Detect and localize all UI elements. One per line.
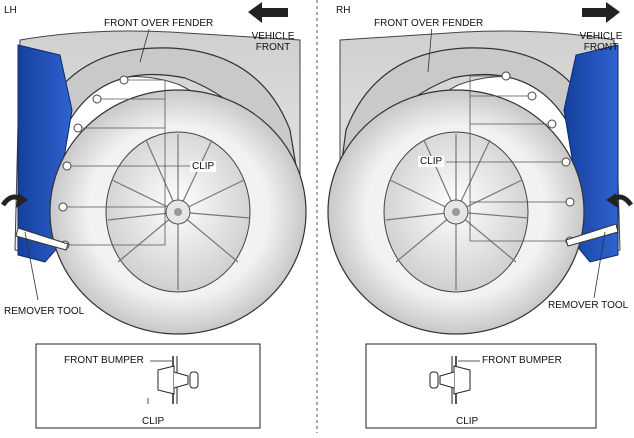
rh-tire bbox=[327, 89, 585, 335]
rh-clip-leaders bbox=[446, 75, 566, 242]
rh-vehicle-front-line1: VEHICLE bbox=[579, 31, 623, 42]
lh-remover-tool bbox=[0, 193, 69, 301]
lh-clip-label: CLIP bbox=[190, 161, 217, 172]
lh-vehicle-front-line1: VEHICLE bbox=[251, 31, 295, 42]
lh-detail-clip-label: CLIP bbox=[142, 416, 165, 427]
lh-detail-bumper-label: FRONT BUMPER bbox=[64, 355, 144, 366]
lh-tire bbox=[49, 89, 307, 335]
lh-fender-label: FRONT OVER FENDER bbox=[102, 18, 216, 29]
lh-clips bbox=[58, 75, 129, 250]
rh-detail-bumper-label: FRONT BUMPER bbox=[482, 355, 562, 366]
rh-vehicle-front-line2: FRONT bbox=[583, 42, 619, 53]
lh-remover-tool-label: REMOVER TOOL bbox=[4, 306, 85, 317]
lh-vehicle-front-label: VEHICLE FRONT bbox=[246, 31, 300, 53]
rh-remover-tool bbox=[565, 193, 634, 299]
rh-vehicle-front-arrow bbox=[582, 2, 620, 23]
rh-side-label: RH bbox=[336, 5, 351, 16]
lh-side-label: LH bbox=[4, 5, 17, 16]
rh-fender-label: FRONT OVER FENDER bbox=[372, 18, 486, 29]
lh-vehicle-front-line2: FRONT bbox=[255, 42, 291, 53]
lh-panel bbox=[0, 2, 307, 335]
rh-clip-label: CLIP bbox=[418, 156, 445, 167]
lh-clip-leaders bbox=[67, 79, 190, 246]
rh-remover-tool-label: REMOVER TOOL bbox=[548, 300, 629, 311]
rh-panel bbox=[327, 2, 634, 335]
rh-detail-clip-label: CLIP bbox=[456, 416, 479, 427]
lh-vehicle-front-arrow bbox=[248, 2, 288, 23]
rh-detail bbox=[365, 343, 597, 429]
lh-detail bbox=[35, 343, 261, 429]
rh-vehicle-front-label: VEHICLE FRONT bbox=[572, 31, 630, 53]
